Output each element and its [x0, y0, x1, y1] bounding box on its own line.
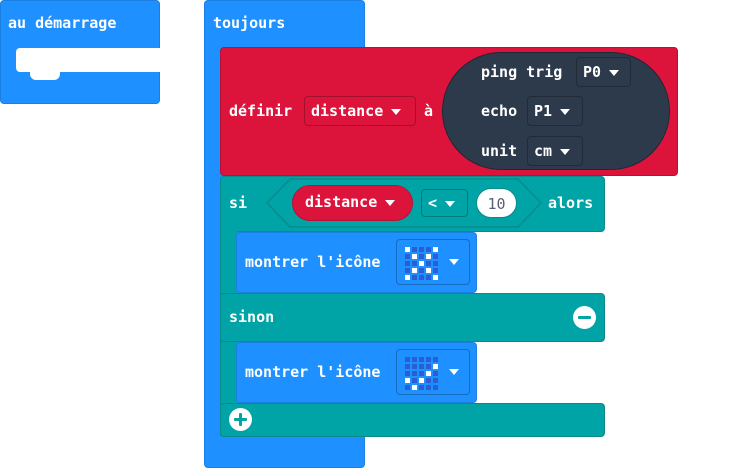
- chevron-down-icon: [449, 259, 459, 265]
- unit-label: unit: [481, 142, 518, 160]
- ping-trig-label: ping trig: [481, 63, 563, 81]
- forever-label: toujours: [213, 14, 286, 32]
- echo-pin-dropdown[interactable]: P1: [527, 96, 583, 126]
- if-label: si: [229, 194, 248, 212]
- chevron-down-icon: [449, 369, 459, 375]
- chevron-down-icon: [385, 199, 396, 206]
- echo-pin-label: P1: [534, 102, 553, 120]
- set-label: définir: [229, 102, 293, 120]
- check-icon: [405, 357, 438, 390]
- operator-label: <: [428, 194, 438, 212]
- unit-dropdown[interactable]: cm: [527, 136, 583, 166]
- then-label: alors: [548, 194, 594, 212]
- if-block-bottom[interactable]: [220, 403, 605, 437]
- trig-pin-label: P0: [583, 63, 602, 81]
- chevron-down-icon: [445, 200, 456, 207]
- compare-value-input[interactable]: 10: [476, 188, 517, 218]
- condition-variable-label: distance: [305, 193, 378, 211]
- on-start-notch: [30, 70, 60, 80]
- condition-variable-dropdown[interactable]: distance: [292, 185, 413, 221]
- else-row[interactable]: [220, 293, 605, 342]
- x-icon: [405, 247, 438, 280]
- to-label: à: [424, 102, 434, 120]
- echo-label: echo: [481, 102, 518, 120]
- show-icon-label-1: montrer l'icône: [245, 253, 381, 271]
- variable-dropdown-label: distance: [311, 102, 384, 120]
- icon-dropdown-1[interactable]: [396, 239, 470, 285]
- chevron-down-icon: [560, 148, 571, 155]
- chevron-down-icon: [560, 108, 571, 115]
- chevron-down-icon: [391, 108, 402, 115]
- chevron-down-icon: [609, 69, 620, 76]
- add-branch-icon[interactable]: [229, 408, 252, 431]
- else-label: sinon: [229, 308, 275, 326]
- remove-else-icon[interactable]: [573, 306, 596, 329]
- unit-value-label: cm: [534, 142, 553, 160]
- variable-dropdown[interactable]: distance: [304, 96, 416, 126]
- compare-value-text: 10: [487, 195, 506, 213]
- operator-dropdown[interactable]: <: [421, 189, 468, 217]
- trig-pin-dropdown[interactable]: P0: [576, 57, 631, 87]
- icon-dropdown-2[interactable]: [396, 349, 470, 395]
- show-icon-label-2: montrer l'icône: [245, 363, 381, 381]
- on-start-statement-slot: [16, 48, 161, 72]
- on-start-label: au démarrage: [8, 14, 117, 32]
